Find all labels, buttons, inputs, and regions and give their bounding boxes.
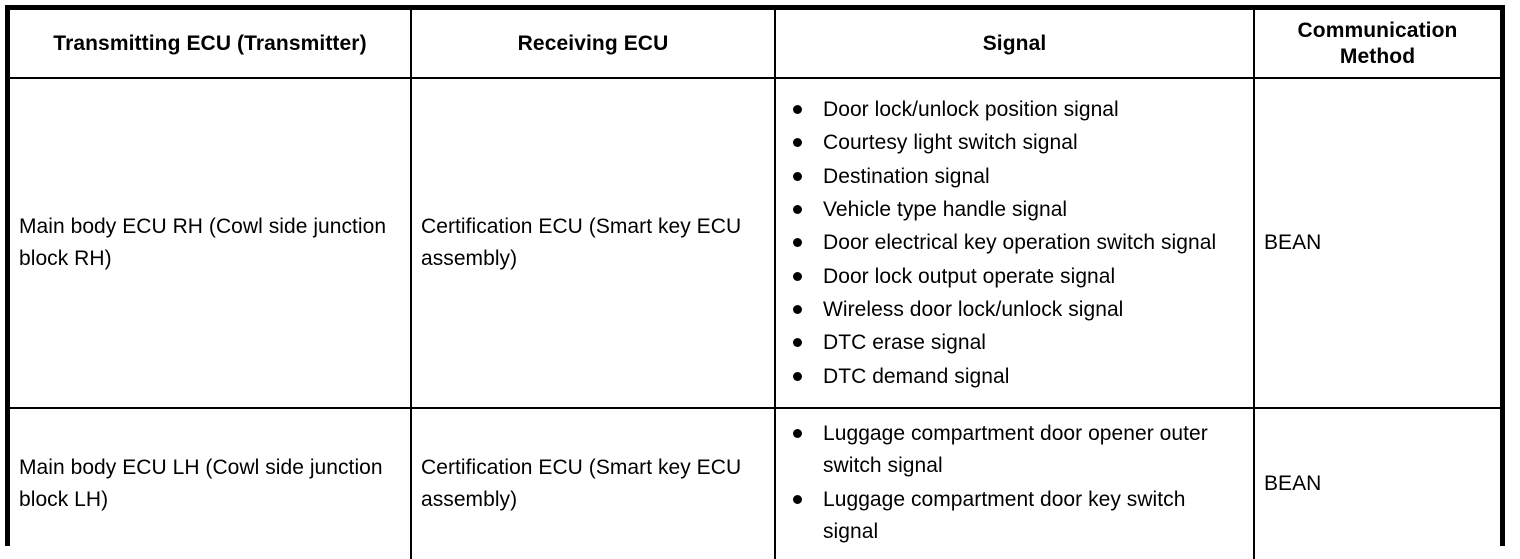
ecu-communication-table: Transmitting ECU (Transmitter) Receiving… bbox=[10, 10, 1500, 559]
receiving-ecu-value: Certification ECU (Smart key ECU assembl… bbox=[421, 215, 742, 270]
list-item: Destination signal bbox=[789, 161, 1245, 193]
list-item: Wireless door lock/unlock signal bbox=[789, 294, 1245, 326]
bullet-icon bbox=[793, 238, 802, 248]
header-receiving-ecu: Receiving ECU bbox=[410, 10, 776, 79]
signal-text: Luggage compartment door key switch sign… bbox=[823, 487, 1186, 543]
list-item: DTC demand signal bbox=[789, 361, 1245, 393]
table-row: Main body ECU LH (Cowl side junction blo… bbox=[10, 406, 1500, 559]
bullet-icon bbox=[793, 304, 802, 314]
header-communication-method: Communication Method bbox=[1253, 10, 1500, 79]
table-row: Main body ECU RH (Cowl side junction blo… bbox=[10, 77, 1500, 409]
header-receiving-ecu-label: Receiving ECU bbox=[517, 31, 669, 55]
cell-signal: Door lock/unlock position signal Courtes… bbox=[774, 77, 1255, 409]
cell-signal: Luggage compartment door opener outer sw… bbox=[774, 406, 1255, 559]
list-item: Courtesy light switch signal bbox=[789, 127, 1245, 159]
header-transmitting-ecu: Transmitting ECU (Transmitter) bbox=[10, 10, 412, 79]
bullet-icon bbox=[793, 138, 802, 148]
signal-text: Vehicle type handle signal bbox=[823, 198, 1068, 221]
bullet-icon bbox=[793, 104, 802, 114]
signal-text: Destination signal bbox=[823, 164, 990, 188]
communication-method-value: BEAN bbox=[1264, 472, 1322, 496]
list-item: Vehicle type handle signal bbox=[789, 194, 1245, 226]
bullet-icon bbox=[793, 171, 802, 181]
list-item: Luggage compartment door opener outer sw… bbox=[789, 418, 1245, 483]
communication-method-value: BEAN bbox=[1264, 231, 1322, 255]
list-item: DTC erase signal bbox=[789, 327, 1245, 359]
list-item: Luggage compartment door key switch sign… bbox=[789, 484, 1245, 549]
cell-transmitting-ecu: Main body ECU RH (Cowl side junction blo… bbox=[10, 77, 412, 409]
signal-text: DTC erase signal bbox=[823, 331, 987, 355]
header-communication-method-label: Communication Method bbox=[1297, 18, 1458, 68]
cell-transmitting-ecu: Main body ECU LH (Cowl side junction blo… bbox=[10, 406, 412, 559]
signal-text: DTC demand signal bbox=[823, 364, 1010, 388]
signal-text: Door lock output operate signal bbox=[823, 264, 1116, 288]
cell-communication-method: BEAN bbox=[1253, 406, 1500, 559]
signal-text: Door lock/unlock position signal bbox=[823, 98, 1119, 122]
table-header-row: Transmitting ECU (Transmitter) Receiving… bbox=[10, 10, 1500, 79]
signal-text: Door electrical key operation switch sig… bbox=[823, 231, 1217, 255]
list-item: Door lock/unlock position signal bbox=[789, 94, 1245, 126]
receiving-ecu-value: Certification ECU (Smart key ECU assembl… bbox=[421, 456, 742, 512]
signal-text: Luggage compartment door opener outer sw… bbox=[823, 422, 1208, 478]
transmitting-ecu-value: Main body ECU RH (Cowl side junction blo… bbox=[19, 215, 387, 270]
cell-receiving-ecu: Certification ECU (Smart key ECU assembl… bbox=[410, 406, 776, 559]
signal-text: Wireless door lock/unlock signal bbox=[823, 297, 1124, 321]
bullet-icon bbox=[793, 271, 802, 281]
bullet-icon bbox=[793, 338, 802, 348]
cell-communication-method: BEAN bbox=[1253, 77, 1500, 409]
bullet-icon bbox=[793, 428, 802, 438]
table-body: Main body ECU RH (Cowl side junction blo… bbox=[10, 77, 1500, 559]
list-item: Door lock output operate signal bbox=[789, 261, 1245, 293]
header-transmitting-ecu-label: Transmitting ECU (Transmitter) bbox=[53, 31, 367, 55]
list-item: Door electrical key operation switch sig… bbox=[789, 227, 1245, 259]
communication-table-container: Transmitting ECU (Transmitter) Receiving… bbox=[5, 5, 1505, 559]
signal-list: Door lock/unlock position signal Courtes… bbox=[776, 82, 1253, 404]
header-signal: Signal bbox=[774, 10, 1255, 79]
bullet-icon bbox=[793, 494, 802, 504]
bullet-icon bbox=[793, 371, 802, 381]
signal-list: Luggage compartment door opener outer sw… bbox=[776, 409, 1253, 559]
table-header: Transmitting ECU (Transmitter) Receiving… bbox=[10, 10, 1500, 79]
header-signal-label: Signal bbox=[982, 31, 1047, 55]
signal-text: Courtesy light switch signal bbox=[823, 131, 1078, 155]
transmitting-ecu-value: Main body ECU LH (Cowl side junction blo… bbox=[19, 456, 383, 512]
bullet-icon bbox=[793, 204, 802, 214]
cell-receiving-ecu: Certification ECU (Smart key ECU assembl… bbox=[410, 77, 776, 409]
